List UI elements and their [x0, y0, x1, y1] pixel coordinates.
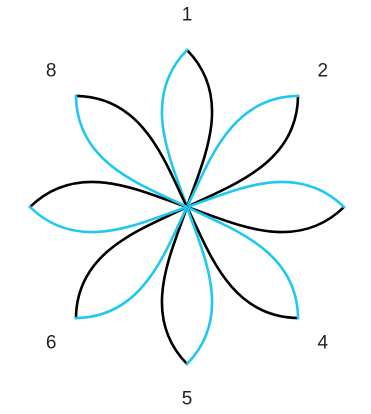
petal-label-6: 6: [46, 332, 57, 353]
petal-label-5: 5: [182, 389, 193, 410]
petal-6-light-edge: [76, 207, 205, 336]
petal-4: [169, 189, 315, 335]
petal-8-light-edge: [58, 96, 187, 225]
petal-4-light-edge: [187, 189, 316, 318]
petal-6: [58, 189, 204, 335]
petal-1: [162, 50, 212, 207]
petal-2-dark-edge: [187, 96, 316, 225]
petal-label-8: 8: [46, 61, 57, 82]
petal-3: [187, 182, 344, 232]
petal-label-1: 1: [182, 5, 193, 26]
petal-8: [58, 78, 204, 224]
petal-4-dark-edge: [169, 207, 298, 336]
petals: [30, 50, 344, 364]
petal-5: [162, 207, 212, 364]
petal-2: [169, 78, 315, 224]
petal-label-2: 2: [318, 61, 329, 82]
petal-8-dark-edge: [76, 78, 205, 207]
petal-label-4: 4: [318, 332, 329, 353]
petal-7: [30, 182, 187, 232]
petal-6-dark-edge: [58, 189, 187, 318]
petal-2-light-edge: [169, 78, 298, 207]
